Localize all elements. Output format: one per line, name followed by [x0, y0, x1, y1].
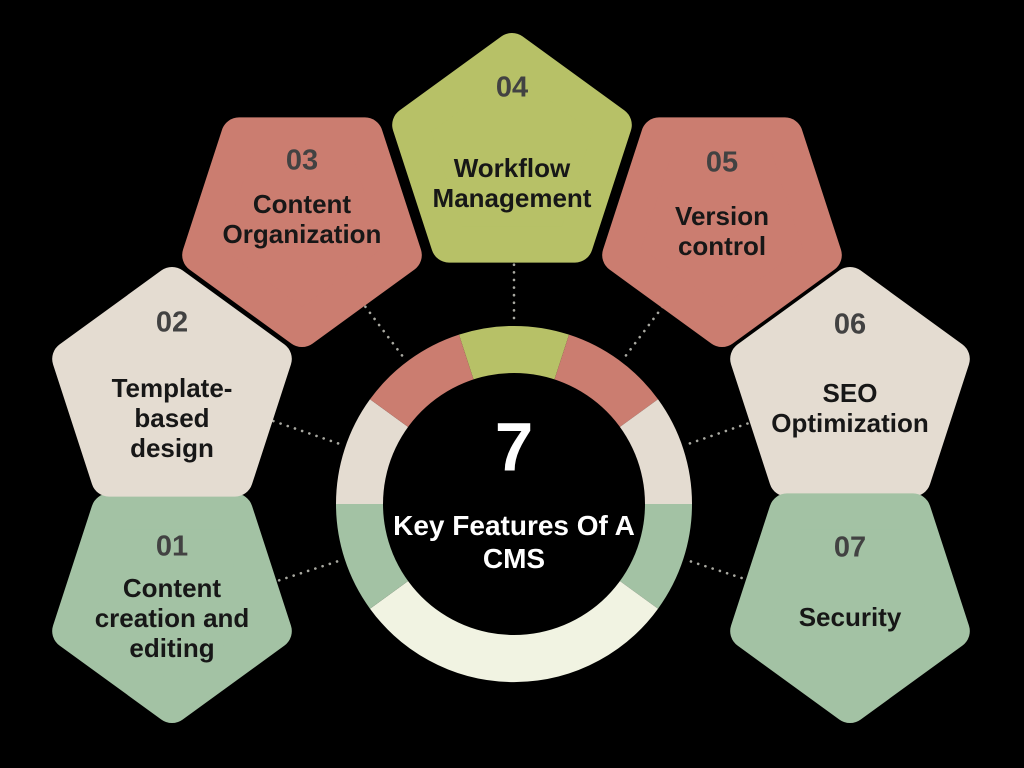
pentagon-7-number: 07 — [833, 531, 867, 564]
ring-segment-rest — [369, 580, 659, 683]
pentagon-5-shape — [602, 117, 842, 347]
ring-segment-3 — [369, 334, 475, 429]
donut-ring — [335, 325, 693, 683]
pentagon-1-label: Content creation and editing — [94, 573, 250, 663]
pentagon-2-label: Template-based design — [111, 373, 233, 463]
center-count: 7 — [494, 408, 534, 486]
ring-segment-4 — [458, 325, 570, 381]
pentagon-4-label: Workflow Management — [432, 153, 592, 213]
connector-line-2 — [261, 415, 340, 445]
pentagon-4-shape — [392, 33, 632, 263]
pentagon-6-label: SEO Optimization — [771, 378, 929, 438]
pentagon-1-shape — [52, 493, 292, 723]
pentagon-3-number: 03 — [285, 144, 319, 177]
ring-segment-1 — [335, 503, 410, 609]
pentagon-3-label: Content Organization — [222, 189, 382, 249]
pentagon-7-label: Security — [798, 602, 902, 632]
pentagon-2-number: 02 — [155, 306, 189, 339]
pentagon-5-label: Version control — [675, 201, 769, 261]
ring-segment-2 — [335, 399, 410, 505]
ring-segment-7 — [618, 503, 693, 609]
ring-segment-6 — [618, 399, 693, 505]
pentagon-3-shape — [182, 117, 422, 347]
ring-segment-5 — [553, 334, 659, 429]
pentagons — [52, 33, 970, 723]
pentagon-5-number: 05 — [705, 146, 739, 179]
pentagon-6-number: 06 — [833, 308, 867, 341]
pentagon-6-shape — [730, 267, 970, 497]
pentagon-7-shape — [730, 493, 970, 723]
pentagon-4-number: 04 — [495, 71, 529, 104]
center-circle — [383, 373, 645, 635]
pentagon-2-shape — [52, 267, 292, 497]
center-title: Key Features Of A CMS — [393, 510, 635, 574]
pentagon-1-number: 01 — [155, 530, 189, 563]
